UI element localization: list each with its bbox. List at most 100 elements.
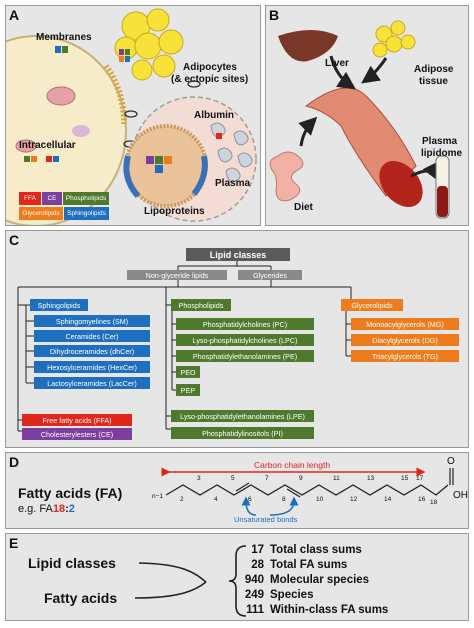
double-bond-1 bbox=[235, 482, 250, 492]
fatty-acids-title: Fatty acids (FA) bbox=[18, 485, 123, 501]
cell-shape bbox=[6, 35, 127, 225]
lipoproteins-label: Lipoproteins bbox=[144, 206, 205, 217]
phospho-pc: Phosphatidylcholines (PC) bbox=[176, 318, 314, 330]
plasma-lipidome-label-1: Plasma bbox=[422, 136, 458, 147]
lipid-classes-label: Lipid classes bbox=[28, 555, 116, 571]
tissue-label: tissue bbox=[419, 76, 448, 87]
fatty-acids-label: Fatty acids bbox=[44, 590, 118, 606]
sphingo-laccer: Lactosylceramides (LacCer) bbox=[34, 377, 150, 389]
phospho-pi: Phosphatidylinositols (PI) bbox=[171, 427, 314, 439]
panel-b-illustration bbox=[269, 20, 450, 219]
adipose-cluster bbox=[372, 20, 416, 58]
carbon-number: 10 bbox=[316, 496, 324, 503]
example-sep: : bbox=[65, 503, 69, 515]
legend-ffa: FFA bbox=[19, 192, 41, 205]
carbon-number: 2 bbox=[180, 496, 184, 503]
carbon-number: 6 bbox=[248, 496, 252, 503]
carbon-zigzag bbox=[165, 484, 449, 496]
panel-d: D Fatty acids (FA) e.g. FA18:2 Carbon ch… bbox=[5, 452, 469, 529]
sphingo-dhcer: Dihydroceramides (dhCer) bbox=[34, 345, 150, 357]
adipocytes-label: Adipocytes bbox=[183, 62, 237, 73]
panel-a: A bbox=[5, 5, 261, 226]
unsat-arrow-1 bbox=[241, 496, 257, 516]
carbon-number: 15 bbox=[401, 475, 409, 482]
example-carbons: 18 bbox=[52, 503, 66, 515]
carbon-number: 13 bbox=[367, 475, 375, 482]
phospho-lpc: Lyso-phosphatidylcholines (LPC) bbox=[176, 334, 314, 346]
oxygen-label: O bbox=[447, 456, 455, 467]
vessel-opening bbox=[379, 160, 423, 208]
sphingo-cer: Ceramides (Cer) bbox=[34, 330, 150, 342]
summary-label: Total FA sums bbox=[270, 559, 348, 571]
unsaturated-bonds-label: Unsaturated bonds bbox=[234, 515, 298, 524]
summary-count: 111 bbox=[246, 604, 264, 616]
lipoprotein-apolipoprotein bbox=[123, 155, 141, 198]
mitochondrion bbox=[15, 139, 37, 153]
plasma-label: Plasma bbox=[215, 178, 251, 189]
adipocyte-cluster bbox=[114, 8, 184, 81]
summary-row: 249 Species bbox=[238, 589, 314, 601]
panel-e-letter: E bbox=[9, 535, 19, 551]
panel-c-letter: C bbox=[9, 232, 20, 248]
carbon-number: 18 bbox=[430, 499, 438, 506]
carbon-number: 14 bbox=[384, 496, 392, 503]
liver-label: Liver bbox=[325, 58, 349, 69]
panel-a-letter: A bbox=[9, 7, 20, 23]
carbon-number: 8 bbox=[282, 496, 286, 503]
panel-a-illustration bbox=[6, 8, 257, 225]
legend-ce: CE bbox=[42, 192, 62, 205]
summary-label: Molecular species bbox=[270, 574, 370, 586]
double-bond-2 bbox=[286, 488, 301, 498]
panel-c: C Lipid classes Non-glyceride lipids Gly… bbox=[5, 230, 469, 448]
summary-row: 111 Within-class FA sums bbox=[238, 604, 388, 616]
arrow-adipose bbox=[361, 57, 388, 84]
phospho-pe: Phosphatidylethanolamines (PE) bbox=[176, 350, 314, 362]
diet-label: Diet bbox=[294, 202, 313, 213]
phospho-peo: PEO bbox=[176, 366, 200, 378]
lipoprotein-apolipoprotein bbox=[191, 155, 208, 196]
legend-phospholipids: Phospholipids bbox=[63, 192, 109, 205]
glycerides-box: Glycerides bbox=[238, 270, 302, 280]
summary-label: Within-class FA sums bbox=[270, 604, 389, 616]
arrow-diet bbox=[298, 116, 318, 147]
summary-label: Species bbox=[270, 589, 314, 601]
legend-glycerolipids: Glycerolipids bbox=[19, 207, 63, 220]
link-ring bbox=[187, 80, 201, 88]
ffa-box: Free fatty acids (FFA) bbox=[22, 414, 132, 426]
arrow-liver bbox=[329, 55, 356, 90]
intestine-shape bbox=[269, 151, 304, 202]
glycero-mg: Monoacylglycerols (MG) bbox=[351, 318, 459, 330]
membrane-bilayer bbox=[103, 64, 128, 125]
panel-b: B Liver Adipose tissue Diet Plasma lipid… bbox=[265, 5, 469, 226]
summary-count: 28 bbox=[251, 559, 264, 571]
carbon-n1: n−1 bbox=[152, 493, 164, 500]
summary-count: 940 bbox=[244, 574, 264, 586]
panel-e-connectors bbox=[134, 545, 247, 617]
carbon-number: 16 bbox=[418, 496, 426, 503]
chain-length-label: Carbon chain length bbox=[254, 460, 331, 470]
legend-sphingolipids: Sphingolipids bbox=[64, 207, 109, 220]
sample-tube-blood bbox=[437, 186, 448, 217]
summary-row: 940 Molecular species bbox=[238, 574, 369, 586]
organelle bbox=[72, 125, 90, 137]
carbon-number: 7 bbox=[265, 475, 269, 482]
summary-count: 249 bbox=[244, 589, 264, 601]
glycero-tg: Triacylglycerols (TG) bbox=[351, 350, 459, 362]
lipid-squares bbox=[24, 46, 222, 173]
glycerolipids-box: Glycerolipids bbox=[341, 299, 403, 311]
carbon-number: 12 bbox=[350, 496, 358, 503]
plasma-lipidome-label-2: lipidome bbox=[421, 148, 463, 159]
sphingo-hexcer: Hexosylceramides (HexCer) bbox=[34, 361, 150, 373]
membranes-label: Membranes bbox=[36, 32, 92, 43]
panel-b-letter: B bbox=[269, 7, 280, 23]
summary-row: 28 Total FA sums bbox=[238, 559, 347, 571]
carbon-number: 4 bbox=[214, 496, 218, 503]
glycero-dg: Diacylglycerols (DG) bbox=[351, 334, 459, 346]
panel-d-letter: D bbox=[9, 454, 20, 470]
carbon-number: 3 bbox=[197, 475, 201, 482]
albumin-label: Albumin bbox=[194, 110, 234, 121]
mitochondrion bbox=[46, 86, 76, 106]
ectopic-sites-label: (& ectopic sites) bbox=[171, 74, 249, 85]
